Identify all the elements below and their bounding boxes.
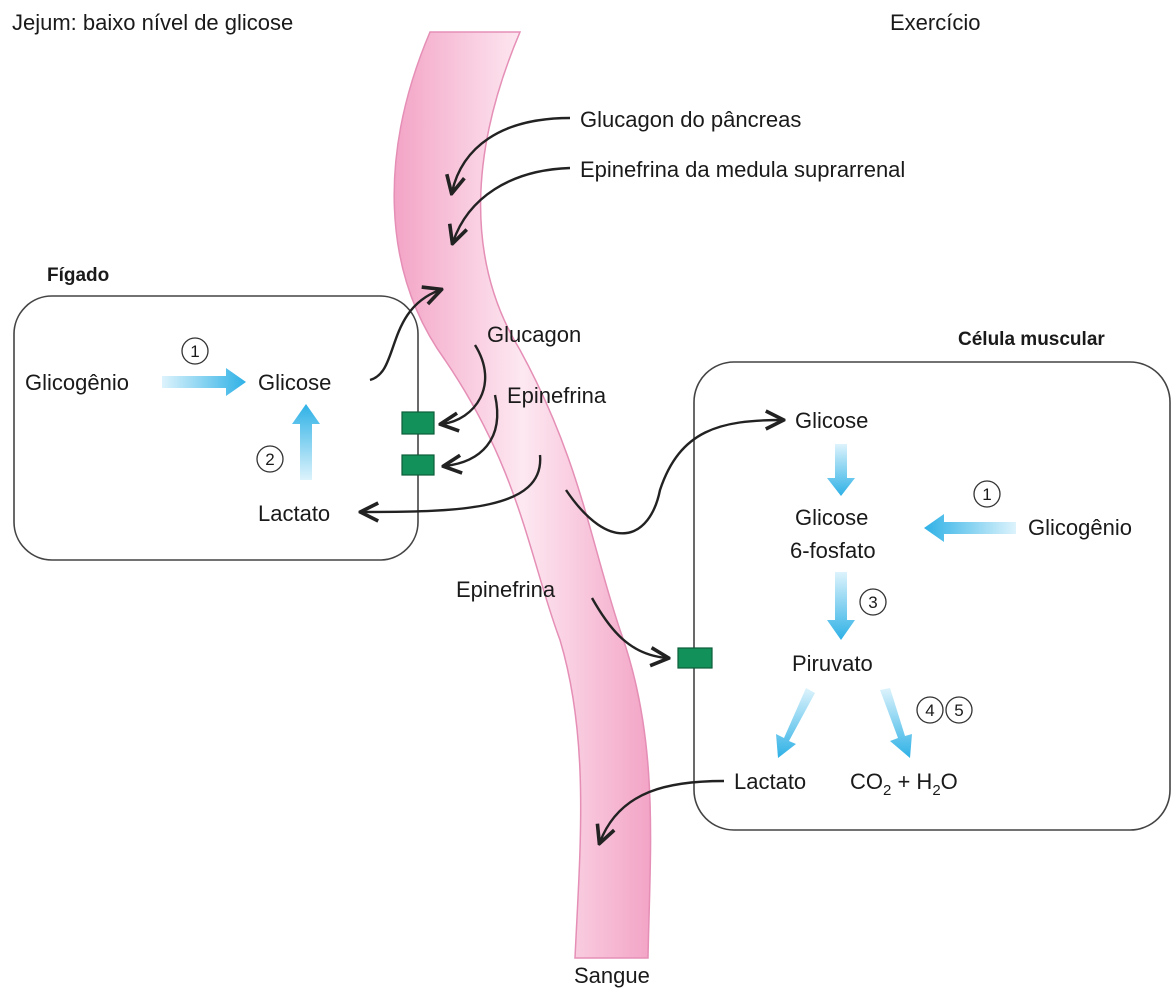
- epinephrine-source-label: Epinefrina da medula suprarrenal: [580, 157, 905, 182]
- liver-lactate: Lactato: [258, 501, 330, 526]
- liver-glycogen: Glicogênio: [25, 370, 129, 395]
- liver-epinephrine-receptor: [402, 455, 434, 475]
- liver-step-1: 1: [190, 342, 199, 361]
- liver-step-2: 2: [265, 450, 274, 469]
- muscle-epinephrine-receptor: [678, 648, 712, 668]
- glucagon-source-label: Glucagon do pâncreas: [580, 107, 801, 132]
- blood-label: Sangue: [574, 963, 650, 988]
- muscle-step-3: 3: [868, 593, 877, 612]
- liver-glucose: Glicose: [258, 370, 331, 395]
- exercise-title: Exercício: [890, 10, 980, 35]
- muscle-step-4: 4: [925, 701, 934, 720]
- muscle-step-5: 5: [954, 701, 963, 720]
- muscle-g6p-line2: 6-fosfato: [790, 538, 876, 563]
- liver-glycogen-to-glucose-arrow: [162, 368, 246, 396]
- muscle-cell-box: [694, 362, 1170, 830]
- muscle-glucose: Glicose: [795, 408, 868, 433]
- muscle-lactate: Lactato: [734, 769, 806, 794]
- muscle-glucose-to-g6p-arrow: [827, 444, 855, 496]
- liver-glucagon-receptor: [402, 412, 434, 434]
- fasting-title: Jejum: baixo nível de glicose: [12, 10, 293, 35]
- muscle-pyruvate: Piruvato: [792, 651, 873, 676]
- muscle-glycogen: Glicogênio: [1028, 515, 1132, 540]
- muscle-pyruvate-to-lactate-arrow: [776, 688, 815, 758]
- muscle-pyruvate-to-co2-arrow: [880, 688, 912, 758]
- liver-title: Fígado: [47, 265, 109, 286]
- muscle-step-1: 1: [982, 485, 991, 504]
- muscle-title: Célula muscular: [958, 329, 1105, 350]
- muscle-glycogen-to-g6p-arrow: [924, 514, 1016, 542]
- liver-cell-box: [14, 296, 418, 560]
- co2-h2o-label: CO2 + H2O: [850, 769, 958, 799]
- epinephrine-upper-label: Epinefrina: [507, 383, 607, 408]
- liver-lactate-to-glucose-arrow: [292, 404, 320, 480]
- muscle-g6p-to-pyruvate-arrow: [827, 572, 855, 640]
- glucagon-label: Glucagon: [487, 322, 581, 347]
- epinephrine-lower-label: Epinefrina: [456, 577, 556, 602]
- muscle-g6p-line1: Glicose: [795, 505, 868, 530]
